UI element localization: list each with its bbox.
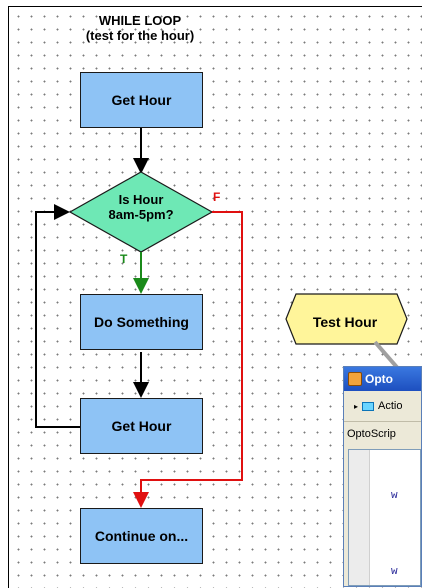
link-loop-back bbox=[35, 204, 80, 428]
condition-label-line-1: Is Hour bbox=[118, 192, 164, 207]
action-block-do-something[interactable]: Do Something bbox=[80, 294, 203, 350]
code-line-fragment: w bbox=[391, 566, 398, 578]
window-titlebar[interactable]: Opto bbox=[344, 367, 421, 391]
action-label: Actio bbox=[378, 400, 403, 412]
action-block-label: Get Hour bbox=[111, 418, 172, 434]
action-block-continue-on[interactable]: Continue on... bbox=[80, 508, 203, 564]
condition-label: Is Hour 8am-5pm? bbox=[96, 192, 186, 222]
title-line-2: (test for the hour) bbox=[85, 28, 195, 43]
script-block-test-hour[interactable] bbox=[285, 293, 408, 345]
action-block-label: Continue on... bbox=[94, 528, 189, 544]
title-line-1: WHILE LOOP bbox=[98, 13, 182, 28]
action-block-label: Get Hour bbox=[111, 92, 172, 108]
line-number-gutter bbox=[349, 450, 370, 585]
condition-label-line-2: 8am-5pm? bbox=[108, 207, 174, 222]
optoscript-editor-window[interactable]: Opto ▸ Actio OptoScrip w w bbox=[343, 366, 422, 587]
action-block-label: Do Something bbox=[94, 314, 189, 330]
link-false bbox=[133, 211, 243, 508]
action-block-get-hour-2[interactable]: Get Hour bbox=[80, 398, 203, 454]
script-block-label: Test Hour bbox=[312, 314, 378, 330]
diagram-title: WHILE LOOP (test for the hour) bbox=[50, 13, 230, 43]
code-line-fragment: w bbox=[391, 490, 398, 502]
window-title: Opto bbox=[365, 372, 393, 386]
optoscript-label: OptoScrip bbox=[347, 428, 396, 440]
action-toolbar-row[interactable]: ▸ Actio bbox=[344, 391, 421, 422]
app-icon bbox=[348, 372, 362, 386]
action-block-get-hour[interactable]: Get Hour bbox=[80, 72, 203, 128]
false-branch-label: F bbox=[213, 190, 221, 204]
true-branch-label: T bbox=[120, 252, 128, 266]
action-icon bbox=[362, 401, 375, 411]
code-editor[interactable]: w w bbox=[348, 449, 421, 586]
chevron-right-icon: ▸ bbox=[354, 401, 359, 411]
optoscript-label-row: OptoScrip bbox=[344, 422, 421, 446]
